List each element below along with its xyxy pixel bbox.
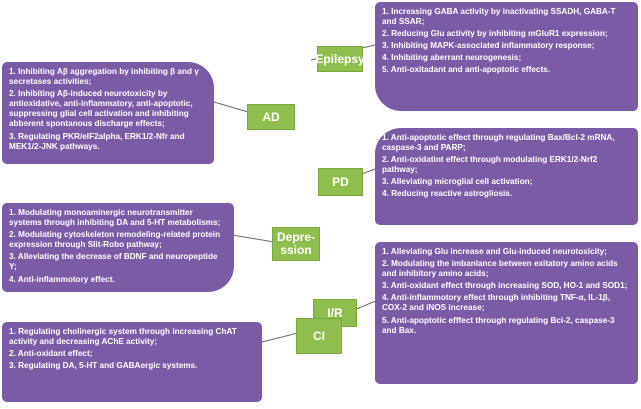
ad-effect-1: 1. Inhibiting Aβ aggregation by inhibiti… xyxy=(9,67,199,87)
ad-effect-3: 3. Regulating PKR/eIF2alpha, ERK1/2-Nfr … xyxy=(9,131,185,151)
depression-effects-panel: 1. Modulating monoaminergic neurotransmi… xyxy=(2,203,234,292)
pd-effect-2: 2. Anti-oxidatint effect through modulat… xyxy=(382,155,598,175)
depression-effect-3: 3. Alleviating the decrease of BDNF and … xyxy=(9,252,218,272)
epilepsy-label: Epilepsy xyxy=(315,46,365,72)
epilepsy-effect-2: 2. Reducing Glu activity by inhibiting m… xyxy=(382,29,608,39)
pd-effect-1: 1. Anti-apoptotic effect through regulat… xyxy=(382,133,615,153)
ad-label: AD xyxy=(247,104,295,130)
ci-effects-panel: 1. Regulating cholinergic system through… xyxy=(2,322,262,402)
depression-effect-1: 1. Modulating monoaminergic neurotransmi… xyxy=(9,208,221,228)
epilepsy-effect-4: 4. Inhibiting aberrant neurogenesis; xyxy=(382,53,522,63)
ci-effect-1: 1. Regulating cholinergic system through… xyxy=(9,327,237,347)
pd-effect-4: 4. Reducing reactive astrogliosis. xyxy=(382,189,513,199)
ir-effect-5: 5. Anti-apoptotic efffect through regula… xyxy=(382,315,615,335)
depression-effect-2: 2. Modulating cytoskeleton remodeling-re… xyxy=(9,230,221,250)
ci-effect-3: 3. Regulating DA, 5-HT and GABAergic sys… xyxy=(9,361,198,371)
depression-effect-4: 4. Anti-inflammotory effect. xyxy=(9,274,115,284)
epilepsy-effect-1: 1. Increasing GABA activity by inactivat… xyxy=(382,7,616,27)
ir-effect-1: 1. Alleviating Glu increase and Glu-indu… xyxy=(382,247,607,256)
ci-effect-2: 2. Anti-oxidant effect; xyxy=(9,349,93,359)
epilepsy-effects-panel: 1. Increasing GABA activity by inactivat… xyxy=(375,2,638,111)
ir-effect-2: 2. Modulating the imbanlance between exi… xyxy=(382,259,618,279)
depression-label: Depre-ssion xyxy=(272,227,320,261)
epilepsy-effect-5: 5. Anti-oxitadant and anti-apoptotic eff… xyxy=(382,65,551,75)
ad-effects-panel: 1. Inhibiting Aβ aggregation by inhibiti… xyxy=(2,62,214,164)
ir-effect-3: 3. Anti-oxidant effect through increasin… xyxy=(382,281,628,291)
pd-effects-panel: 1. Anti-apoptotic effect through regulat… xyxy=(375,128,638,225)
epilepsy-effect-3: 3. Inhibiting MAPK-associated inflammato… xyxy=(382,41,595,51)
ci-label: CI xyxy=(296,318,342,354)
pd-effect-3: 3. Alleviating microglial cell activatio… xyxy=(382,177,533,187)
ir-effect-4: 4. Anti-inflammotory effect through inhi… xyxy=(382,293,611,313)
pd-label: PD xyxy=(318,168,363,196)
ir-effects-panel: 1. Alleviating Glu increase and Glu-indu… xyxy=(375,242,638,384)
ad-effect-2: 2. Inhibiting Aβ-induced neurotoxicity b… xyxy=(9,89,193,129)
